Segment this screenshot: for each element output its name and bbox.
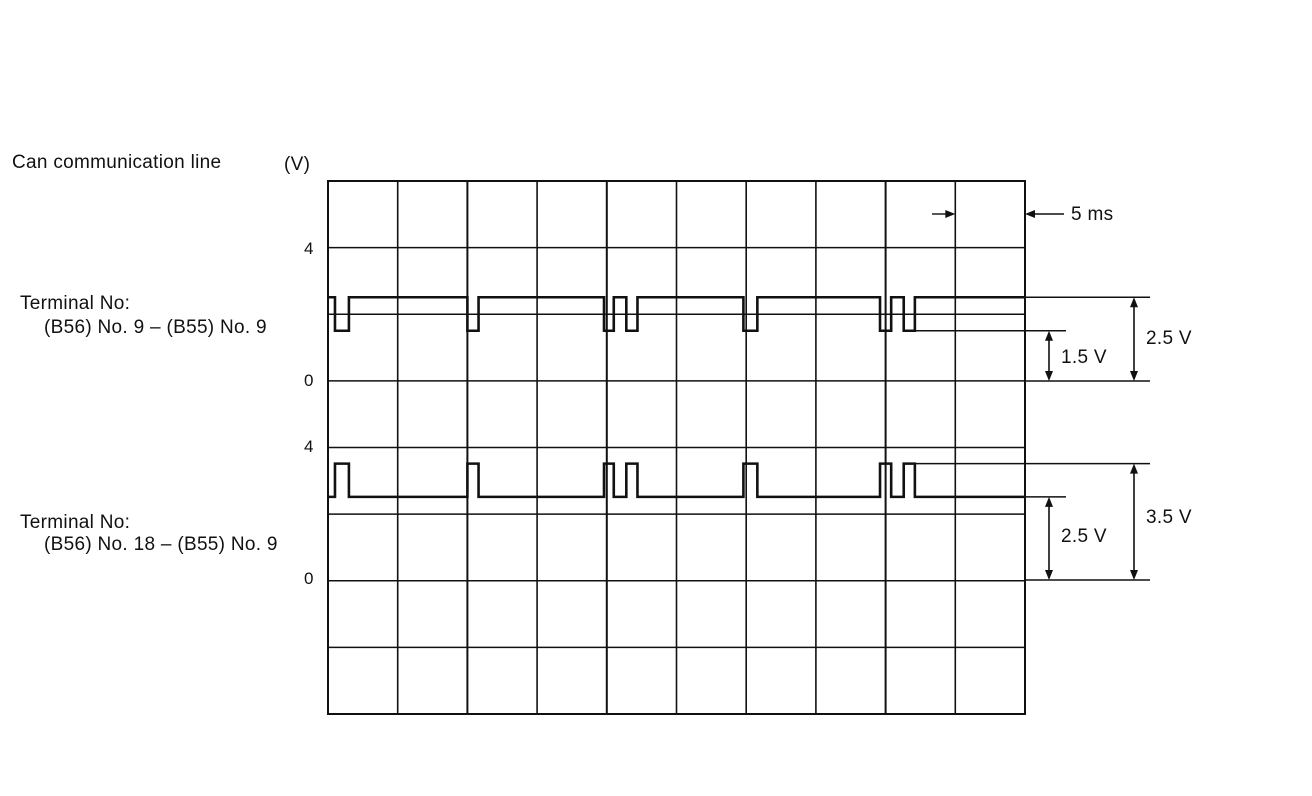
ch2-waveform	[328, 462, 1025, 499]
ch1-low-arrow-head-bottom	[1045, 371, 1053, 381]
dimension-markers	[915, 210, 1150, 581]
ch2-high-level-label: 3.5 V	[1146, 507, 1192, 528]
signal-title: Can communication line	[12, 152, 222, 173]
ch2-high-arrow-head-top	[1130, 463, 1138, 474]
ch1-high-arrow-head-top	[1130, 297, 1138, 308]
ch2-low-level-label: 2.5 V	[1061, 526, 1107, 547]
ch1-low-arrow-head-top	[1045, 330, 1053, 341]
ch1-high-level-label: 2.5 V	[1146, 328, 1192, 349]
ch1-low-level-label: 1.5 V	[1061, 347, 1107, 368]
ch1-scale-top: 4	[304, 239, 314, 258]
waveform-traces	[328, 295, 1025, 499]
ch1-scale-zero: 0	[304, 371, 314, 390]
ch1-terminal-pair: (B56) No. 9 – (B55) No. 9	[44, 317, 267, 338]
time-division-label: 5 ms	[1071, 204, 1114, 225]
ch2-terminal-pair: (B56) No. 18 – (B55) No. 9	[44, 534, 278, 555]
time-arrow-right-head	[1025, 210, 1035, 218]
ch2-low-arrow-head-bottom	[1045, 570, 1053, 580]
ch1-terminal-label: Terminal No:	[20, 293, 131, 314]
ch2-low-arrow-head-top	[1045, 496, 1053, 507]
unit-label: (V)	[284, 154, 311, 175]
oscilloscope-grid	[327, 180, 1026, 715]
time-arrow-left-head	[945, 210, 956, 218]
ch2-scale-top: 4	[304, 437, 314, 456]
ch2-terminal-label: Terminal No:	[20, 512, 131, 533]
ch1-high-arrow-head-bottom	[1130, 371, 1138, 381]
ch1-waveform	[328, 295, 1025, 333]
ch2-scale-zero: 0	[304, 569, 314, 588]
ch2-high-arrow-head-bottom	[1130, 570, 1138, 580]
